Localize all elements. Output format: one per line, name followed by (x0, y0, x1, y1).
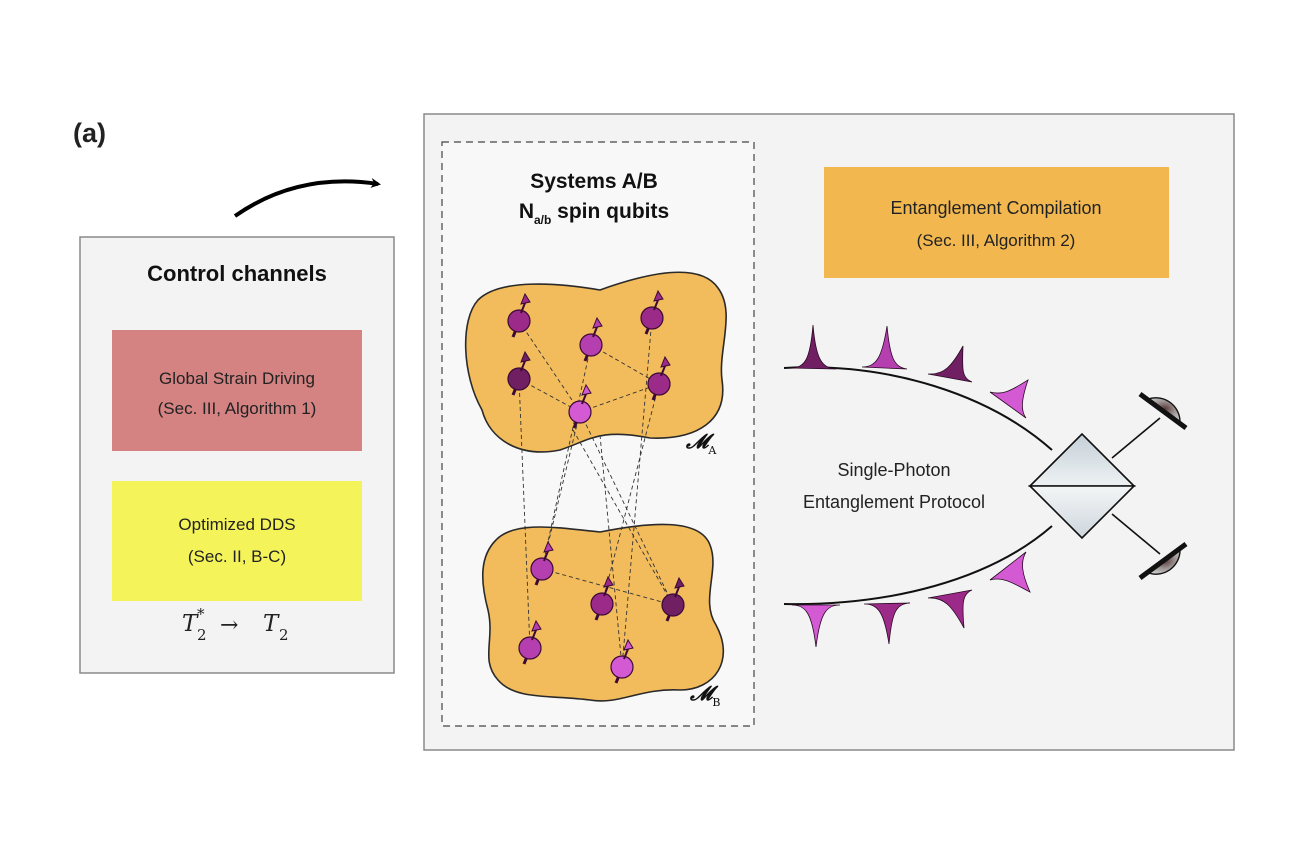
photon-pulses-top (789, 324, 1029, 419)
panel-label: (a) (73, 118, 106, 148)
spin-qubits (507, 289, 685, 684)
protocol-line1: Single-Photon (837, 460, 950, 480)
entanglement-compilation-line2: (Sec. III, Algorithm 2) (917, 231, 1076, 250)
detector-bottom-icon (1138, 541, 1188, 581)
spin-qubit (590, 575, 614, 621)
spin-qubit (518, 619, 542, 665)
spin-qubit (661, 576, 685, 622)
detector-top-icon (1138, 391, 1188, 431)
control-channels-panel (79, 236, 395, 674)
detector-line-top (1111, 417, 1161, 459)
spin-qubit (647, 355, 671, 401)
optimized-dds-line1: Optimized DDS (178, 515, 295, 534)
spin-qubit (507, 292, 531, 338)
optimized-dds-box (112, 481, 362, 601)
systems-title-line2: Na/b spin qubits (519, 200, 669, 227)
optical-channel-bottom (783, 525, 1053, 606)
spin-qubit (610, 638, 634, 684)
svg-text:2: 2 (197, 626, 207, 644)
spin-qubit (530, 540, 554, 586)
photon-pulses-bottom (791, 551, 1031, 648)
svg-text:*: * (197, 605, 205, 623)
spin-qubit (568, 383, 592, 429)
entanglement-compilation-line1: Entanglement Compilation (890, 198, 1101, 218)
svg-text:2: 2 (279, 626, 289, 644)
optimized-dds-line2: (Sec. II, B-C) (188, 547, 286, 566)
protocol-line2: Entanglement Protocol (803, 492, 985, 512)
svg-text:→: → (220, 613, 238, 638)
beam-splitter (1028, 432, 1136, 540)
global-strain-line1: Global Strain Driving (159, 369, 315, 388)
curved-arrow (233, 178, 381, 218)
svg-text:T: T (182, 611, 199, 637)
spin-qubit (579, 316, 603, 362)
entanglement-compilation-box (824, 167, 1169, 278)
entanglement-links (518, 317, 674, 668)
spin-ensemble-a (464, 271, 727, 453)
global-strain-line2: (Sec. III, Algorithm 1) (158, 399, 317, 418)
spin-qubit (640, 289, 664, 335)
svg-text:T: T (263, 611, 280, 637)
systems-title-line1: Systems A/B (530, 170, 658, 193)
coherence-formula: T 2 * → T 2 (182, 605, 289, 644)
spin-qubit (507, 350, 531, 396)
control-channels-title: Control channels (147, 261, 327, 286)
global-strain-box (112, 330, 362, 451)
detector-line-bottom (1111, 513, 1161, 555)
